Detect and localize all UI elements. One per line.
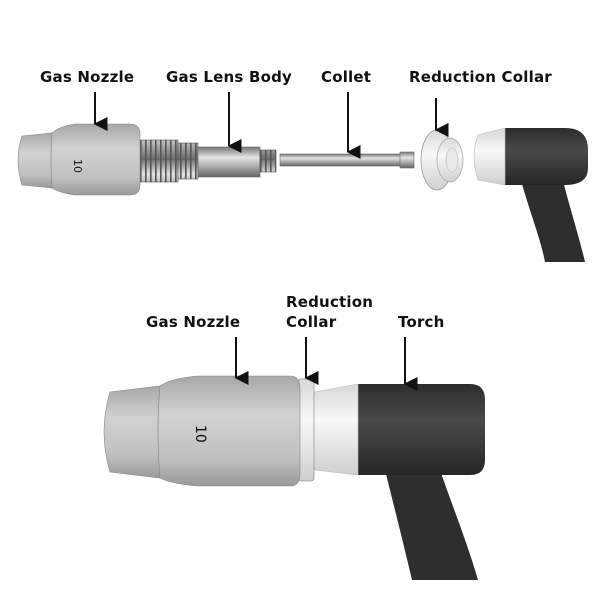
- top-nozzle-marking: 10: [71, 159, 84, 173]
- bottom-reduction-collar-label-line1: Reduction: [286, 293, 374, 311]
- top-reduction-collar-label: Reduction Collar: [409, 68, 552, 86]
- bottom-figure: 10: [103, 337, 485, 580]
- top-torch-collar: [473, 127, 506, 186]
- top-collet: [279, 151, 415, 169]
- top-reduction-collar: [420, 129, 464, 191]
- top-torch: [505, 128, 588, 262]
- bottom-torch: [358, 384, 485, 580]
- bottom-reduction-collar-label-line2: Collar: [286, 313, 337, 331]
- bottom-gas-nozzle: 10: [103, 375, 301, 487]
- bottom-torch-label: Torch: [398, 313, 445, 331]
- top-collet-label: Collet: [321, 68, 372, 86]
- top-gas-nozzle: 10: [17, 123, 141, 196]
- top-gas-lens-body: [137, 139, 277, 183]
- top-figure: 10: [17, 92, 588, 262]
- bottom-torch-collar: [309, 383, 359, 476]
- bottom-nozzle-marking: 10: [192, 425, 208, 443]
- bottom-gas-nozzle-label: Gas Nozzle: [146, 313, 241, 331]
- top-gas-nozzle-label: Gas Nozzle: [40, 68, 135, 86]
- top-gas-lens-body-label: Gas Lens Body: [166, 68, 292, 86]
- bottom-reduction-collar: [297, 378, 315, 482]
